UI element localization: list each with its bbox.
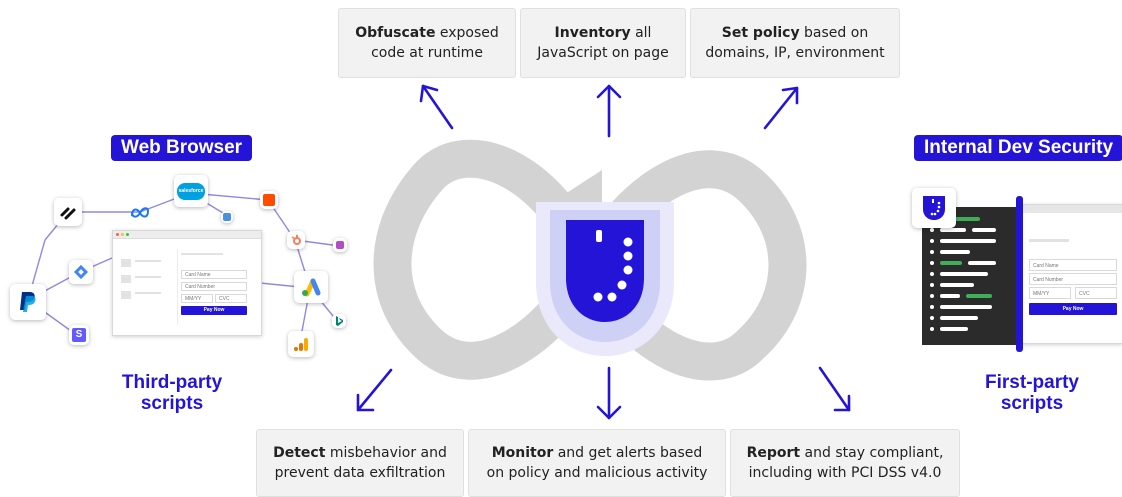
arrow-up-left-icon <box>419 84 454 130</box>
card-text: misbehavior and <box>325 445 447 461</box>
google-ads-logo-icon <box>294 271 328 303</box>
card-text: on policy and malicious activity <box>486 465 708 481</box>
stripe-letter: S <box>72 328 86 342</box>
detect-card: Detect misbehavior and prevent data exfi… <box>256 429 464 497</box>
meta-logo-icon <box>130 203 150 221</box>
card-heading: Detect <box>273 445 326 461</box>
salesforce-wordmark: salesforce <box>177 182 205 200</box>
google-analytics-logo-icon <box>288 331 314 357</box>
first-party-label-line1: First-party <box>985 372 1079 393</box>
right-card-name-field[interactable]: Card Name <box>1029 259 1117 271</box>
google-tag-manager-icon <box>69 260 93 284</box>
card-heading: Inventory <box>554 25 631 41</box>
right-browser-window: Card Name Card Number MM/YY CVC Pay Now <box>1022 204 1122 344</box>
card-text: all <box>630 25 652 41</box>
bing-logo-icon <box>332 314 346 328</box>
calendar-app-icon <box>221 211 233 223</box>
card-text: and get alerts based <box>553 445 703 461</box>
card-heading: Report <box>746 445 801 461</box>
shield-logo-icon <box>536 202 674 356</box>
right-expiry-field[interactable]: MM/YY <box>1029 287 1071 299</box>
set-policy-card: Set policy based on domains, IP, environ… <box>690 8 900 78</box>
pay-now-button[interactable]: Pay Now <box>181 306 247 315</box>
right-pay-now-button[interactable]: Pay Now <box>1029 303 1117 315</box>
card-name-field[interactable]: Card Name <box>181 270 247 279</box>
card-text: JavaScript on page <box>537 45 669 61</box>
card-text: based on <box>799 25 869 41</box>
paypal-logo-icon <box>10 284 46 320</box>
arrow-up-right-icon <box>763 86 799 130</box>
card-heading: Set policy <box>721 25 800 41</box>
card-text: code at runtime <box>371 45 483 61</box>
arrow-down-icon <box>596 366 622 420</box>
card-text: and stay compliant, <box>800 445 944 461</box>
scan-bar <box>1016 196 1023 352</box>
card-number-field[interactable]: Card Number <box>181 282 247 291</box>
stripe-logo-icon: S <box>69 325 89 345</box>
browser-window: Card Name Card Number MM/YY CVC Pay Now <box>112 230 262 336</box>
internal-dev-security-badge: Internal Dev Security <box>914 135 1122 161</box>
expiry-field[interactable]: MM/YY <box>181 294 213 303</box>
obfuscate-card: Obfuscate exposed code at runtime <box>338 8 516 78</box>
code-editor <box>922 207 1022 345</box>
inventory-card: Inventory all JavaScript on page <box>520 8 686 78</box>
card-text: including with PCI DSS v4.0 <box>748 465 942 481</box>
card-text: prevent data exfiltration <box>274 465 446 481</box>
first-party-label: First-party scripts <box>972 372 1092 414</box>
third-party-label: Third-party scripts <box>112 372 232 414</box>
card-text: exposed <box>435 25 499 41</box>
zapier-logo-icon <box>260 191 278 209</box>
arrow-up-icon <box>596 84 622 138</box>
cvc-field[interactable]: CVC <box>215 294 247 303</box>
right-card-number-field[interactable]: Card Number <box>1029 273 1117 285</box>
card-heading: Obfuscate <box>355 25 436 41</box>
klaviyo-app-icon <box>333 238 347 252</box>
card-heading: Monitor <box>491 445 554 461</box>
card-text: domains, IP, environment <box>705 45 885 61</box>
monitor-card: Monitor and get alerts based on policy a… <box>468 429 726 497</box>
link-logo-icon <box>54 198 82 226</box>
web-browser-badge: Web Browser <box>111 135 253 161</box>
report-card: Report and stay compliant, including wit… <box>730 429 960 497</box>
hubspot-logo-icon <box>287 231 305 249</box>
third-party-label-line2: scripts <box>140 393 204 414</box>
right-cvc-field[interactable]: CVC <box>1075 287 1117 299</box>
browser-toolbar <box>113 231 261 239</box>
arrow-down-right-icon <box>818 366 851 412</box>
shield-badge-icon <box>912 188 956 228</box>
salesforce-logo-icon: salesforce <box>174 175 208 207</box>
arrow-down-left-icon <box>356 368 393 412</box>
third-party-label-line1: Third-party <box>121 372 223 393</box>
first-party-label-line2: scripts <box>1000 393 1064 414</box>
